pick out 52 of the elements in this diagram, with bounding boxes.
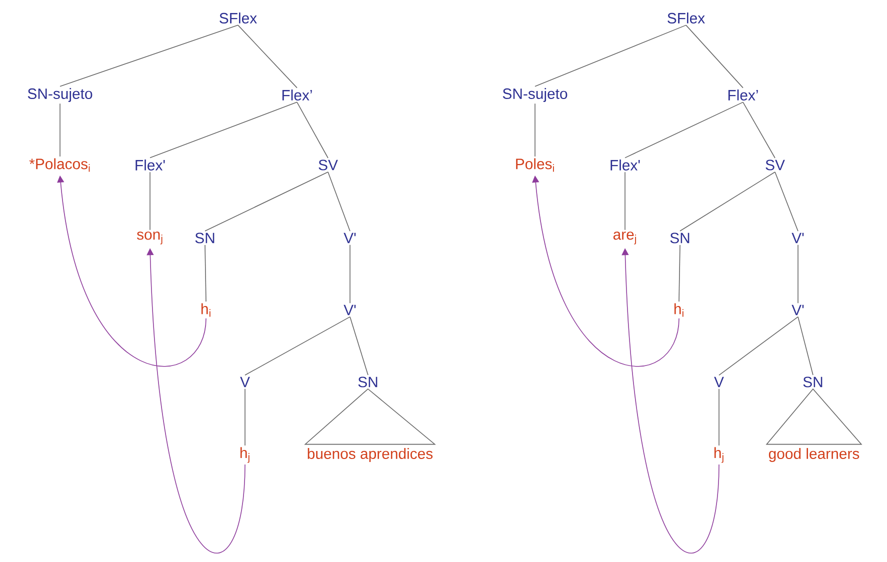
tree-branch <box>534 103 536 157</box>
tree-branch <box>296 102 328 158</box>
tree-branch <box>204 244 206 302</box>
tree-branch <box>244 388 246 446</box>
category-label: SV <box>766 160 785 170</box>
word-label: son$_{j}$ <box>136 232 162 244</box>
word-label: good learners <box>768 448 860 462</box>
category-label: SFlex <box>220 12 257 24</box>
tree-branch <box>774 172 798 232</box>
tree-branch <box>742 102 776 158</box>
word-label: buenos aprendices <box>308 448 433 462</box>
word-label: h$_{i}$ <box>674 303 684 317</box>
tree-branch <box>678 244 680 302</box>
category-label: SN-sujeto <box>28 88 92 102</box>
category-label: V' <box>792 232 804 244</box>
tree-branch <box>624 172 626 230</box>
tree-branch <box>328 172 350 232</box>
category-label: Flex' <box>610 160 640 170</box>
tree-branch <box>624 102 744 158</box>
tree-branch <box>238 24 298 88</box>
tree-branch <box>534 24 686 87</box>
tree-branch <box>718 316 798 376</box>
word-label: h$_{j}$ <box>240 447 250 463</box>
category-label: SN <box>358 376 378 388</box>
category-label: Flex' <box>136 160 165 170</box>
category-label: V <box>240 376 250 388</box>
tree-branch <box>60 24 238 87</box>
tree-branch <box>686 24 744 88</box>
word-label: *Polacos$_{i}$ <box>29 158 90 172</box>
word-label: h$_{j}$ <box>714 447 724 463</box>
category-label: V' <box>792 304 804 316</box>
category-label: Flex’ <box>728 90 758 100</box>
word-label: Poles$_{i}$ <box>516 158 554 172</box>
tree-branch <box>244 316 350 376</box>
category-label: Flex’ <box>282 90 312 100</box>
category-label: SN <box>195 232 214 244</box>
tree-branch <box>350 316 368 376</box>
category-label: SN <box>803 376 822 388</box>
category-label: SV <box>318 160 338 170</box>
tree-branch <box>718 388 720 446</box>
tree-branch <box>798 316 814 376</box>
category-label: V <box>714 376 724 388</box>
tree-branch <box>150 102 298 158</box>
category-label: V' <box>344 232 356 244</box>
category-label: SN-sujeto <box>502 88 568 102</box>
category-label: SFlex <box>668 12 705 24</box>
word-label: h$_{i}$ <box>201 303 210 317</box>
category-label: SN <box>670 232 690 244</box>
word-label: are$_{j}$ <box>613 232 636 244</box>
category-label: V' <box>344 304 356 316</box>
tree-branch <box>204 172 328 232</box>
tree-branch <box>680 172 776 232</box>
